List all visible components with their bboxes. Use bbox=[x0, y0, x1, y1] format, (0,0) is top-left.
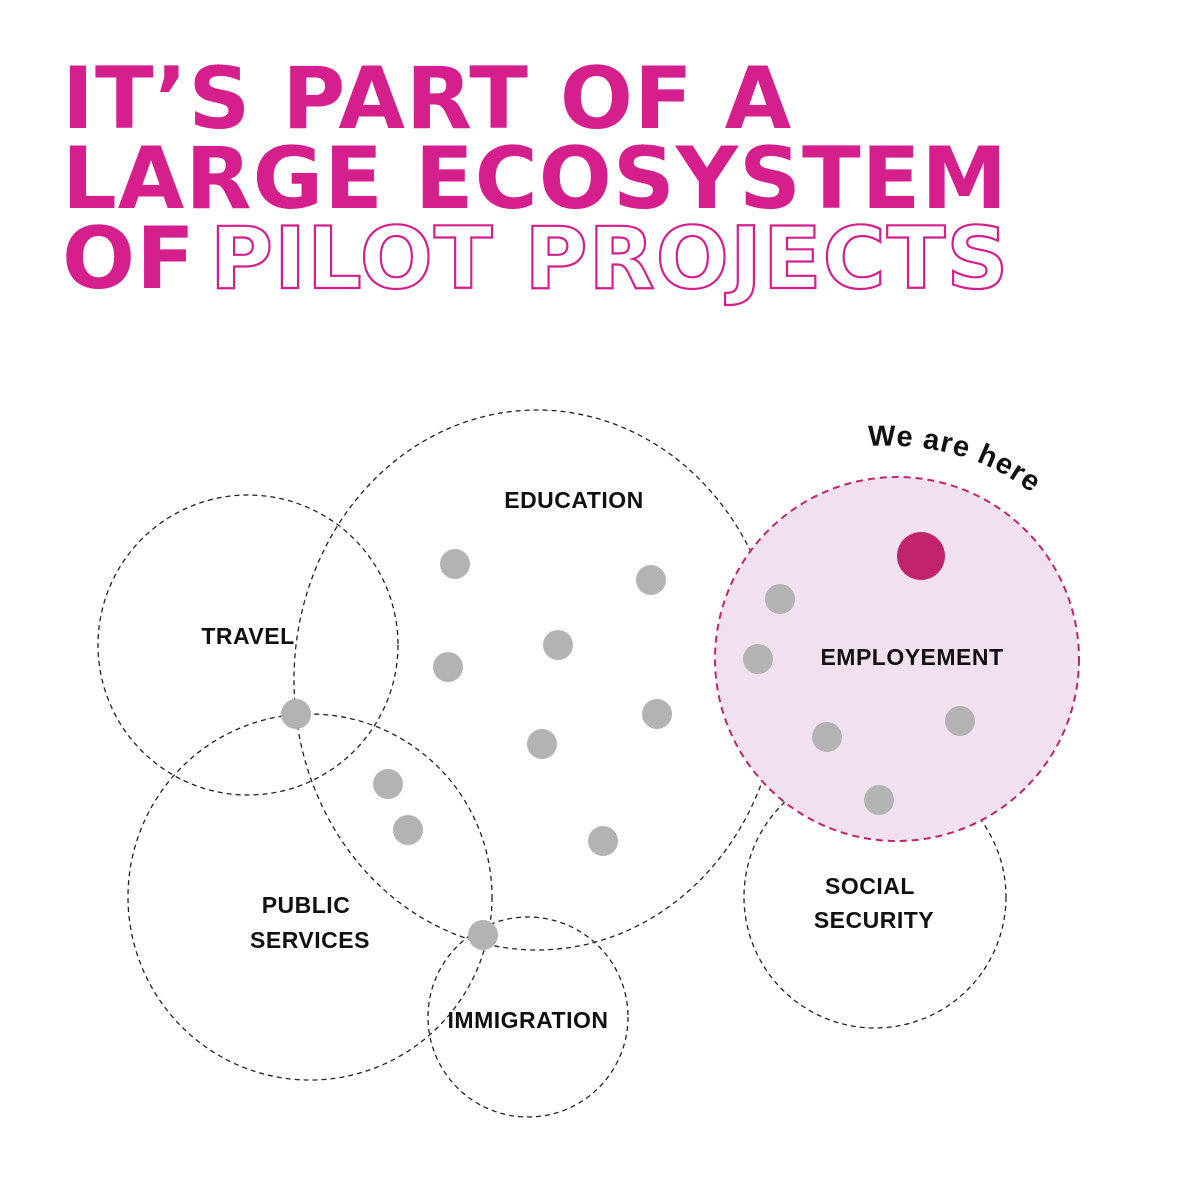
headline-line-3-solid: OF bbox=[62, 209, 196, 309]
project-dot bbox=[433, 652, 463, 682]
domain-labels: EDUCATION TRAVEL EMPLOYEMENT PUBLIC SERV… bbox=[201, 487, 1003, 1033]
label-public-services-1: PUBLIC bbox=[262, 892, 351, 918]
project-dot bbox=[440, 549, 470, 579]
project-dot bbox=[864, 785, 894, 815]
label-employment: EMPLOYEMENT bbox=[820, 644, 1003, 670]
project-dot bbox=[642, 699, 672, 729]
social-security-circle bbox=[743, 765, 1007, 1029]
headline: IT’S PART OF A LARGE ECOSYSTEM OF PILOT … bbox=[62, 49, 1009, 310]
project-dot bbox=[468, 920, 498, 950]
label-education: EDUCATION bbox=[504, 487, 644, 513]
project-dot bbox=[281, 699, 311, 729]
project-dot bbox=[743, 644, 773, 674]
label-social-security-2: SECURITY bbox=[814, 907, 934, 933]
label-public-services-2: SERVICES bbox=[250, 927, 370, 953]
project-dot bbox=[527, 729, 557, 759]
travel-circle bbox=[97, 494, 399, 796]
project-dot bbox=[543, 630, 573, 660]
label-travel: TRAVEL bbox=[201, 623, 294, 649]
headline-line-1: IT’S PART OF A bbox=[62, 49, 792, 149]
project-dots bbox=[281, 532, 975, 950]
project-dot bbox=[945, 706, 975, 736]
project-dot bbox=[765, 584, 795, 614]
immigration-circle bbox=[427, 916, 629, 1118]
headline-line-2: LARGE ECOSYSTEM bbox=[62, 129, 1008, 229]
project-dot bbox=[636, 565, 666, 595]
project-dot bbox=[588, 826, 618, 856]
project-dot bbox=[812, 722, 842, 752]
project-dot bbox=[373, 769, 403, 799]
current-project-dot bbox=[897, 532, 945, 580]
project-dot bbox=[393, 815, 423, 845]
label-immigration: IMMIGRATION bbox=[448, 1007, 609, 1033]
label-social-security-1: SOCIAL bbox=[825, 873, 915, 899]
employment-circle bbox=[714, 476, 1080, 842]
headline-line-3-outline: PILOT PROJECTS bbox=[210, 209, 1009, 309]
